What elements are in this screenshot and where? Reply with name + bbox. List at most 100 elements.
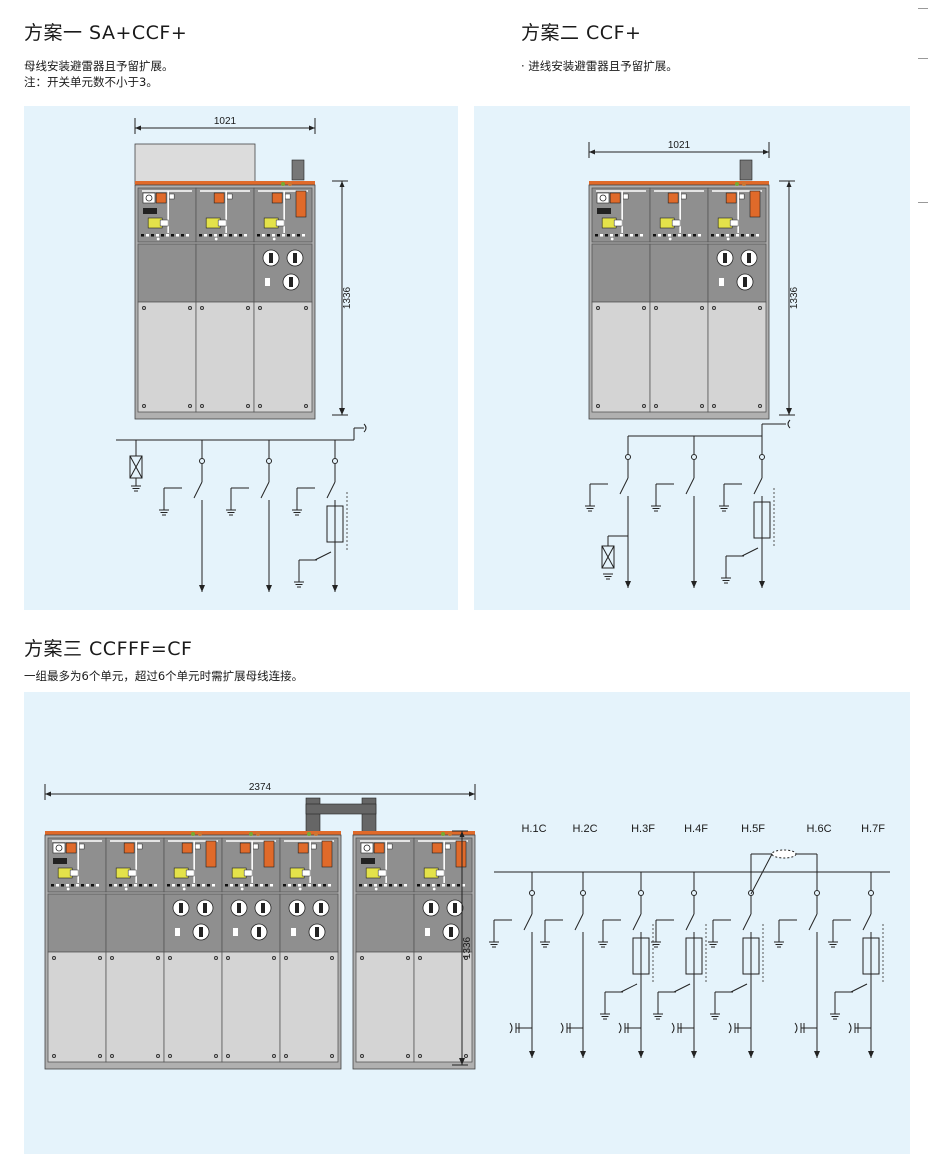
- interlock-strip: [214, 234, 217, 237]
- interlock-strip: [230, 884, 233, 887]
- interlock-strip: [56, 884, 59, 887]
- contact-icon: [638, 890, 644, 896]
- interlock-strip: [229, 234, 232, 237]
- switch-blade: [742, 913, 752, 931]
- mimic-indicator: [622, 193, 629, 200]
- interlock-strip: [303, 884, 306, 887]
- crop-mark: [918, 202, 928, 203]
- door-screw: [406, 956, 410, 960]
- contact-icon: [868, 890, 874, 896]
- door-screw: [246, 404, 250, 408]
- unit-control-panel: [105, 837, 165, 893]
- door-screw: [360, 956, 364, 960]
- door-screw: [98, 956, 102, 960]
- interlock-strip: [209, 234, 212, 237]
- interlock-strip: [114, 884, 117, 887]
- interlock-strip: [432, 884, 435, 887]
- cabinet-top-strip: [589, 181, 769, 185]
- nameplate: [361, 858, 375, 864]
- mimic-indicator: [181, 842, 193, 854]
- status-lamp: [741, 182, 746, 186]
- scheme1-desc: 母线安装避雷器且予留扩展。 注：开关单元数不小于3。: [24, 58, 174, 90]
- fuse-icon: [862, 937, 880, 975]
- door-screw: [226, 1054, 230, 1058]
- mimic-indicator: [213, 192, 225, 204]
- interlock-strip: [240, 884, 243, 887]
- interlock-strip: [244, 234, 247, 237]
- status-lamp: [287, 182, 292, 186]
- arrow-head: [748, 1051, 754, 1058]
- switch-blade: [685, 913, 695, 931]
- key-lock: [233, 928, 238, 936]
- door-screw: [272, 956, 276, 960]
- cable-compartment-door: [707, 301, 767, 413]
- width-dimension-label: 1021: [668, 140, 691, 151]
- fuse-mimic: [205, 840, 217, 868]
- arrow-head: [814, 1051, 820, 1058]
- switch-blade: [753, 477, 763, 495]
- interlock-strip: [177, 884, 180, 887]
- position-indicator: [729, 219, 739, 227]
- interlock-strip: [293, 884, 296, 887]
- bus-extension-bridge: [305, 803, 377, 815]
- key-lock: [425, 928, 430, 936]
- status-lamp: [197, 832, 202, 836]
- status-lamp: [735, 182, 739, 186]
- status-lamp: [307, 832, 311, 836]
- mimic-indicator: [271, 192, 283, 204]
- logo-icon: [360, 842, 374, 854]
- interlock-strip: [736, 234, 739, 237]
- position-indicator: [435, 869, 445, 877]
- interlock-strip: [225, 884, 228, 887]
- interlock-strip: [151, 234, 154, 237]
- operating-handle-socket: [261, 903, 265, 913]
- interlock-strip: [292, 234, 295, 237]
- door-screw: [214, 956, 218, 960]
- cable-compartment-door: [47, 951, 107, 1063]
- interlock-strip: [359, 884, 362, 887]
- interlock-strip: [422, 884, 425, 887]
- unit-mechanism-panel: [105, 893, 165, 953]
- interlock-strip: [187, 884, 190, 887]
- operating-handle-socket: [203, 903, 207, 913]
- interlock-strip: [683, 234, 686, 237]
- position-indicator: [301, 869, 311, 877]
- operating-handle-socket: [289, 277, 293, 287]
- interlock-strip: [265, 884, 268, 887]
- interlock-strip: [197, 884, 200, 887]
- status-lamp: [249, 832, 253, 836]
- feeder-label: H.3F: [631, 823, 655, 835]
- position-indicator: [377, 869, 387, 877]
- status-lamp: [191, 832, 195, 836]
- capacitor-icon: [509, 1022, 513, 1034]
- interlock-strip: [257, 234, 260, 237]
- interlock-strip: [595, 234, 598, 237]
- interlock-strip: [119, 884, 122, 887]
- earth-switch: [850, 983, 868, 993]
- unit-mechanism-panel: [707, 243, 767, 303]
- position-indicator: [185, 869, 195, 877]
- feeder-label: H.6C: [806, 823, 831, 835]
- interlock-strip: [663, 234, 666, 237]
- operating-handle-socket: [319, 903, 323, 913]
- interlock-strip: [658, 234, 661, 237]
- arrow-head: [691, 1051, 697, 1058]
- door-screw: [156, 1054, 160, 1058]
- arrow-head: [459, 831, 465, 837]
- status-lamp: [441, 832, 445, 836]
- extension-housing: [134, 143, 256, 185]
- door-screw: [642, 306, 646, 310]
- scheme3-desc: 一组最多为6个单元，超过6个单元时需扩展母线连接。: [24, 668, 303, 684]
- fuse-mimic: [295, 190, 307, 218]
- operating-handle-socket: [257, 927, 261, 937]
- key-lock: [265, 278, 270, 286]
- arrow-head: [763, 149, 769, 155]
- interlock-strip: [698, 234, 701, 237]
- interlock-strip: [287, 234, 290, 237]
- bus-tie-coupling: [771, 849, 797, 859]
- height-dimension-label: 1336: [342, 286, 353, 309]
- interlock-strip: [81, 884, 84, 887]
- switch-blade: [808, 913, 818, 931]
- unit-mechanism-panel: [253, 243, 313, 303]
